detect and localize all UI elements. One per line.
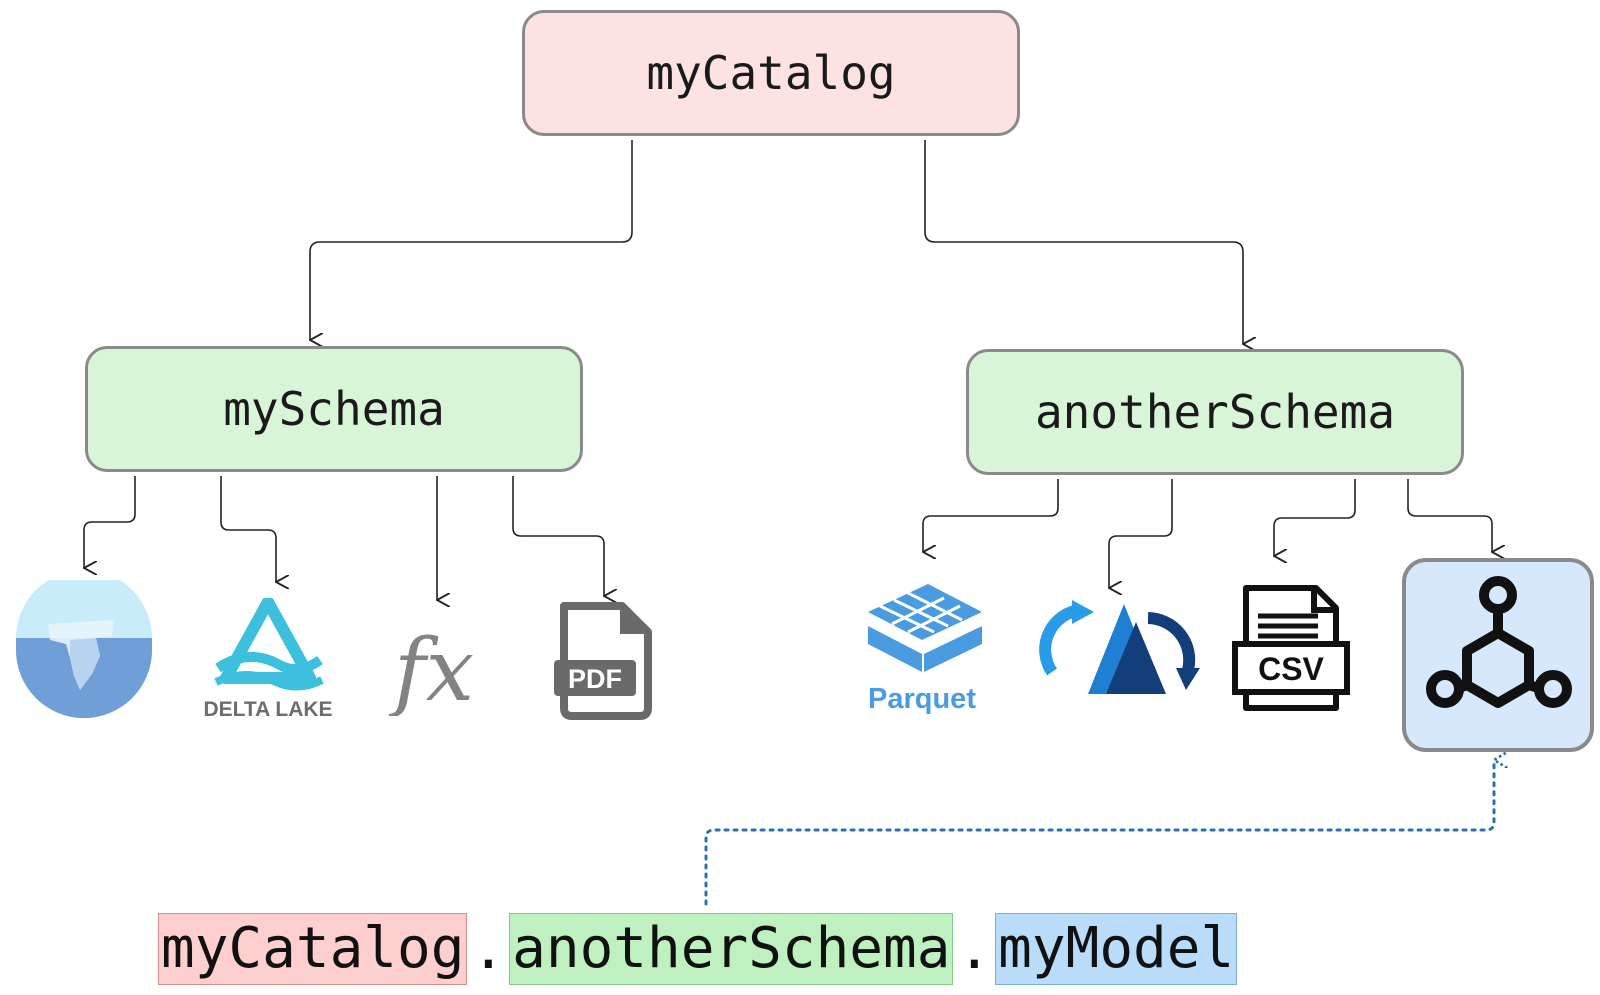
path-separator: . <box>957 917 992 982</box>
delta-lake-icon: DELTA LAKE <box>203 598 333 721</box>
pdf-text: PDF <box>568 664 622 694</box>
path-model-segment: myModel <box>995 913 1238 985</box>
catalog-node: myCatalog <box>522 10 1020 136</box>
path-catalog-segment: myCatalog <box>158 913 468 985</box>
edge-anotherschema-to-sync <box>1109 479 1173 588</box>
edge-anotherschema-to-parquet <box>923 479 1059 552</box>
edge-catalog-to-anotherschema <box>924 140 1243 344</box>
sync-volume-icon <box>1039 600 1200 694</box>
edge-catalog-to-myschema <box>310 140 633 340</box>
catalog-label: myCatalog <box>646 46 896 100</box>
qualified-model-path: myCatalog . anotherSchema . myModel <box>158 913 1238 985</box>
schema-label-anotherschema: anotherSchema <box>1034 385 1396 439</box>
csv-icon: CSV <box>1232 585 1350 711</box>
edge-myschema-to-pdf <box>512 476 604 596</box>
parquet-text: Parquet <box>868 683 976 715</box>
function-icon: fx <box>388 626 474 716</box>
function-text: fx <box>388 626 474 716</box>
delta-lake-text: DELTA LAKE <box>203 698 332 721</box>
schema-label-myschema: mySchema <box>223 382 445 436</box>
schema-node-myschema: mySchema <box>85 346 583 472</box>
pdf-icon: PDF <box>554 602 652 720</box>
pointer-path-to-model <box>704 760 1494 906</box>
edge-myschema-to-delta <box>220 476 276 582</box>
edge-anotherschema-to-model <box>1407 479 1492 552</box>
iceberg-icon <box>16 580 152 718</box>
model-icon <box>1402 558 1594 752</box>
parquet-icon: Parquet <box>868 584 982 715</box>
path-separator: . <box>471 917 506 982</box>
path-schema-segment: anotherSchema <box>509 913 954 985</box>
edge-anotherschema-to-csv <box>1274 479 1356 556</box>
edge-myschema-to-iceberg <box>84 476 136 568</box>
schema-node-anotherschema: anotherSchema <box>966 349 1464 475</box>
csv-text: CSV <box>1258 651 1324 687</box>
